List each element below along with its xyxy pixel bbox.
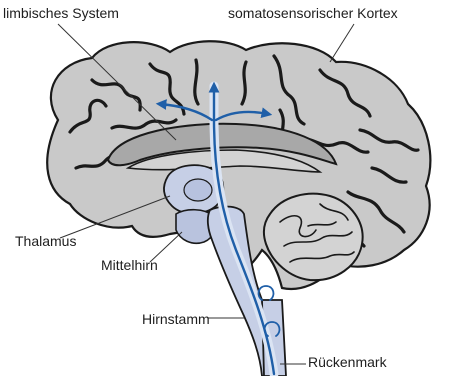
thalamus-nucleus (184, 179, 212, 201)
label-midbrain: Mittelhirn (101, 257, 158, 273)
label-limbic-system: limbisches System (3, 5, 119, 21)
label-somatosensory-cortex: somatosensorischer Kortex (228, 5, 398, 21)
label-thalamus: Thalamus (15, 233, 76, 249)
label-brainstem: Hirnstamm (142, 311, 210, 327)
label-spinal-cord: Rückenmark (308, 354, 387, 370)
